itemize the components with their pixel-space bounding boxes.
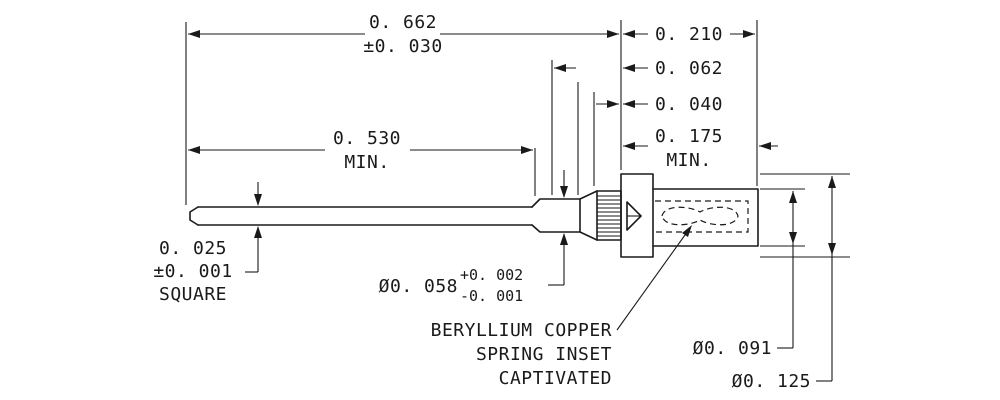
pin-size-value: 0. 025: [159, 238, 227, 259]
socket-body: [652, 188, 759, 247]
dim-overall-length: [188, 30, 619, 38]
shank-tolerance-plus: +0. 002: [460, 266, 523, 284]
overall-length-value: 0. 662: [369, 12, 437, 33]
tail-length-value: 0. 530: [333, 128, 401, 149]
note-leader: [616, 225, 692, 331]
part-outline: [189, 173, 759, 258]
note-line-1: BERYLLIUM COPPER: [431, 320, 612, 341]
collar-length-value: 0. 062: [655, 58, 723, 79]
shank-taper: [579, 190, 598, 241]
spring-insert-hidden: [661, 206, 739, 226]
pin-size-tolerance: ±0. 001: [153, 261, 232, 282]
dim-body-diameter: [777, 191, 797, 349]
dim-socket-depth: [623, 142, 778, 150]
body-diameter-value: Ø0. 091: [693, 338, 772, 359]
dim-flange-diameter: [816, 176, 836, 382]
knurl-lines: [597, 195, 621, 237]
dimension-labels: 0. 662 ±0. 030 0. 530 MIN. 0. 210 0. 062…: [153, 12, 811, 392]
pin-tip: [189, 206, 199, 226]
tail-length-qualifier: MIN.: [344, 152, 389, 173]
dim-shank-diameter: [548, 170, 568, 286]
material-note: BERYLLIUM COPPER SPRING INSET CAPTIVATED: [431, 320, 612, 389]
flange: [620, 173, 654, 258]
head-length-value: 0. 210: [655, 24, 723, 45]
dim-flange-thickness: [596, 100, 648, 108]
flange-diameter-value: Ø0. 125: [732, 371, 811, 392]
overall-length-tolerance: ±0. 030: [363, 36, 442, 57]
socket-depth-qualifier: MIN.: [666, 150, 711, 171]
dim-tail-length: [188, 146, 533, 154]
shank-tolerance-minus: -0. 001: [460, 287, 523, 305]
dim-head-length: [623, 30, 755, 38]
note-line-2: SPRING INSET: [476, 344, 612, 365]
shank-diameter-value: Ø0. 058: [379, 276, 458, 297]
socket-bore-hidden: [655, 200, 749, 233]
shank: [531, 198, 581, 233]
note-line-3: CAPTIVATED: [499, 368, 612, 389]
socket-depth-value: 0. 175: [655, 126, 723, 147]
dim-collar-length: [554, 64, 648, 72]
extension-lines: [185, 20, 850, 258]
flange-thickness-value: 0. 040: [655, 94, 723, 115]
dim-pin-size: [245, 182, 262, 273]
pin-shape: SQUARE: [159, 284, 227, 305]
